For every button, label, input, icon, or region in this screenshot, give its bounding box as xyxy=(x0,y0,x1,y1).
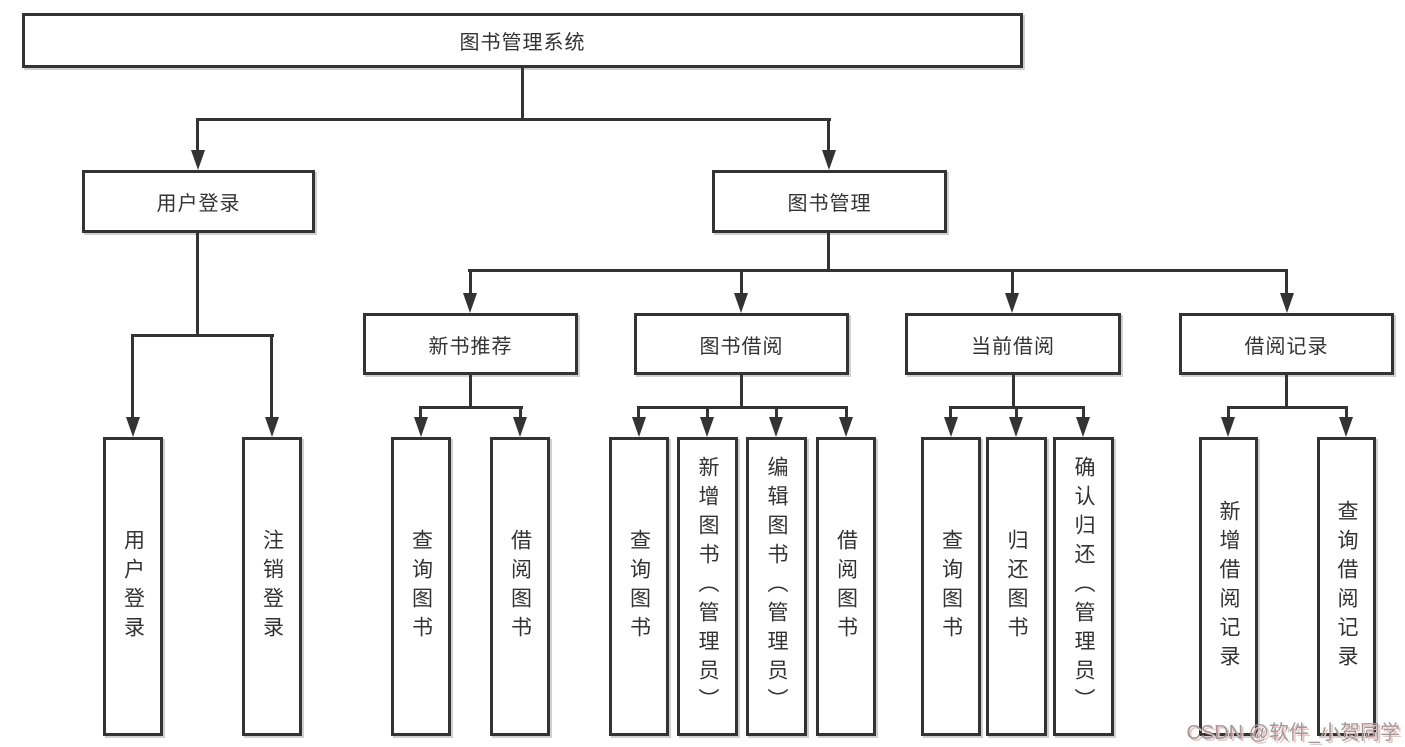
connector-arrowhead xyxy=(463,293,477,313)
node-current-borrow-label: 当前借阅 xyxy=(971,335,1055,358)
connector-arrowhead xyxy=(1339,417,1353,437)
connector-arrowhead xyxy=(1005,293,1019,313)
connector-line xyxy=(1345,406,1348,419)
connector-line xyxy=(131,334,134,419)
connector-line xyxy=(131,334,274,337)
connector-arrowhead xyxy=(839,417,853,437)
node-book-borrow: 图书借阅 xyxy=(634,313,849,375)
leaf-label: 用户登录 xyxy=(121,528,145,645)
connector-arrowhead xyxy=(769,417,783,437)
connector-line xyxy=(1015,406,1018,419)
leaf-label: 查询图书 xyxy=(939,528,963,645)
node-book-borrow-label: 图书借阅 xyxy=(699,335,784,358)
connector-line xyxy=(468,269,1286,272)
node-root-label: 图书管理系统 xyxy=(459,32,586,54)
connector-arrowhead xyxy=(414,417,428,437)
leaf-label: 借阅图书 xyxy=(508,528,532,645)
connector-arrowhead xyxy=(700,417,714,437)
connector-line xyxy=(469,269,472,295)
connector-line xyxy=(1285,375,1288,408)
leaf-newbooks-query: 查询图书 xyxy=(391,437,451,736)
connector-arrowhead xyxy=(191,150,205,170)
connector-arrowhead xyxy=(944,417,958,437)
leaf-borrow-query: 查询图书 xyxy=(609,437,669,736)
connector-arrowhead xyxy=(734,293,748,313)
connector-line xyxy=(827,233,830,272)
node-root: 图书管理系统 xyxy=(22,13,1023,68)
connector-line xyxy=(1227,406,1348,409)
connector-line xyxy=(845,406,848,419)
connector-arrowhead xyxy=(1076,417,1090,437)
node-book-mgmt-label: 图书管理 xyxy=(787,193,872,215)
leaf-current-return: 归还图书 xyxy=(986,437,1047,736)
connector-line xyxy=(1011,269,1014,295)
connector-line xyxy=(637,406,640,419)
node-current-borrow: 当前借阅 xyxy=(905,313,1121,375)
connector-line xyxy=(196,233,199,336)
leaf-current-query: 查询图书 xyxy=(921,437,981,736)
connector-line xyxy=(197,118,831,121)
connector-line xyxy=(740,269,743,295)
connector-line xyxy=(270,334,273,419)
connector-line xyxy=(521,68,524,120)
connector-line xyxy=(519,406,522,419)
leaf-label: 注销登录 xyxy=(260,528,284,645)
csdn-watermark: CSDN @软件_小贺同学 xyxy=(1186,722,1400,744)
connector-arrowhead xyxy=(822,150,836,170)
connector-line xyxy=(1082,406,1085,419)
connector-arrowhead xyxy=(513,417,527,437)
leaf-label: 查询借阅记录 xyxy=(1335,499,1358,674)
connector-line xyxy=(740,375,743,408)
connector-line xyxy=(637,406,848,409)
leaf-label: 新增借阅记录 xyxy=(1217,499,1240,674)
node-new-books-label: 新书推荐 xyxy=(428,335,513,358)
leaf-current-confirm-admin: 确认归还（管理员） xyxy=(1053,437,1114,736)
leaf-records-add: 新增借阅记录 xyxy=(1199,437,1258,736)
leaf-borrow-borrow: 借阅图书 xyxy=(816,437,876,736)
connector-arrowhead xyxy=(1280,293,1294,313)
node-user-login-label: 用户登录 xyxy=(156,193,241,215)
connector-line xyxy=(1285,269,1288,295)
connector-line xyxy=(706,406,709,419)
leaf-label: 借阅图书 xyxy=(834,528,858,645)
connector-arrowhead xyxy=(1009,417,1023,437)
node-borrow-records-label: 借阅记录 xyxy=(1244,335,1329,358)
connector-line xyxy=(419,406,523,409)
node-user-login: 用户登录 xyxy=(82,170,315,233)
connector-arrowhead xyxy=(1221,417,1235,437)
connector-line xyxy=(775,406,778,419)
connector-arrowhead xyxy=(265,417,279,437)
leaf-user-logout: 注销登录 xyxy=(242,437,302,736)
connector-line xyxy=(419,406,422,419)
leaf-label: 编辑图书（管理员） xyxy=(765,456,788,717)
leaf-label: 查询图书 xyxy=(409,528,433,645)
connector-line xyxy=(469,375,472,408)
connector-arrowhead xyxy=(126,417,140,437)
leaf-label: 查询图书 xyxy=(627,528,651,645)
connector-line xyxy=(949,406,952,419)
leaf-newbooks-borrow: 借阅图书 xyxy=(490,437,550,736)
connector-line xyxy=(196,118,199,152)
leaf-label: 新增图书（管理员） xyxy=(696,456,719,717)
leaf-records-query: 查询借阅记录 xyxy=(1317,437,1376,736)
leaf-borrow-edit-admin: 编辑图书（管理员） xyxy=(746,437,807,736)
leaf-user-login: 用户登录 xyxy=(103,437,163,736)
leaf-label: 确认归还（管理员） xyxy=(1072,456,1095,717)
leaf-label: 归还图书 xyxy=(1005,528,1028,645)
connector-line xyxy=(827,118,830,152)
connector-arrowhead xyxy=(632,417,646,437)
leaf-borrow-add-admin: 新增图书（管理员） xyxy=(677,437,738,736)
node-borrow-records: 借阅记录 xyxy=(1179,313,1394,375)
node-book-mgmt: 图书管理 xyxy=(712,170,947,233)
connector-line xyxy=(1012,375,1015,408)
connector-line xyxy=(1227,406,1230,419)
node-new-books: 新书推荐 xyxy=(363,313,578,375)
